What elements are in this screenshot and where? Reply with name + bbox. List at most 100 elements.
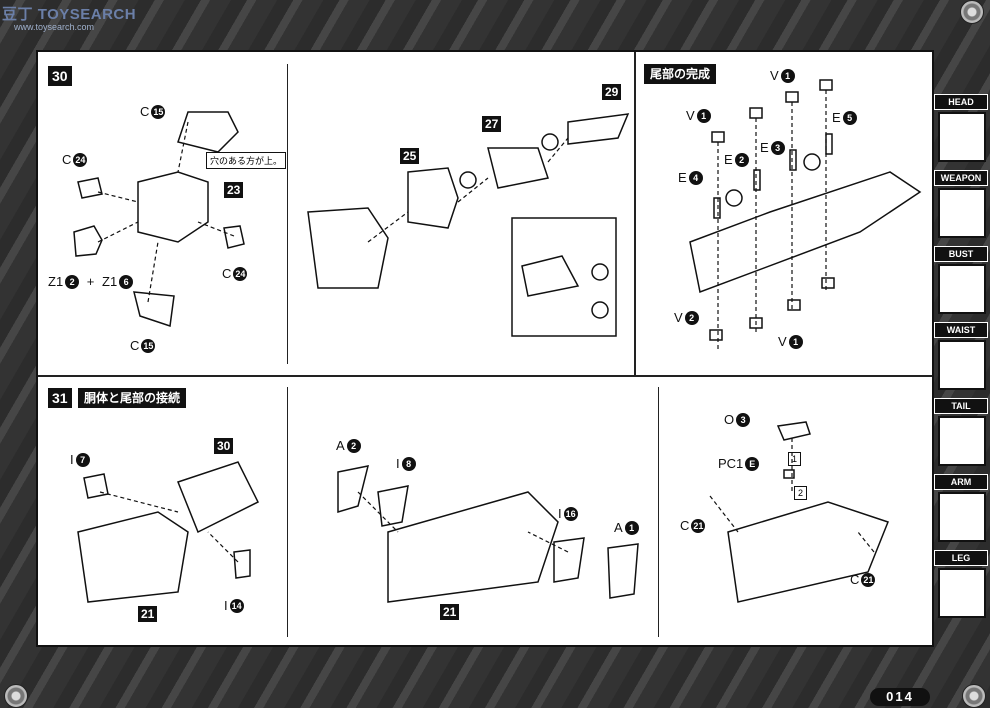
caution-icon bbox=[591, 263, 609, 281]
guide-line bbox=[367, 137, 569, 243]
cap bbox=[749, 107, 763, 119]
divider bbox=[634, 52, 636, 375]
tab-bust[interactable]: BUST bbox=[934, 246, 988, 316]
small-part bbox=[553, 537, 585, 583]
divider bbox=[38, 375, 932, 377]
guide-line bbox=[717, 90, 827, 352]
body-part bbox=[387, 491, 559, 603]
small-part bbox=[377, 485, 409, 527]
arm-thumbnail bbox=[938, 492, 986, 542]
pin bbox=[825, 133, 833, 155]
caution-icon bbox=[459, 171, 477, 189]
cap bbox=[785, 91, 799, 103]
tab-weapon[interactable]: WEAPON bbox=[934, 170, 988, 240]
assembly-number: 27 bbox=[482, 116, 502, 132]
order-mark: 2 bbox=[794, 486, 808, 500]
head-part bbox=[77, 177, 103, 199]
head-part bbox=[133, 291, 175, 327]
cap bbox=[787, 299, 801, 311]
assembly-number: 25 bbox=[400, 148, 420, 164]
screw-icon bbox=[4, 684, 28, 708]
step-title: 胴体と尾部の接続 bbox=[78, 388, 187, 408]
step-number: 31 bbox=[48, 388, 72, 408]
tab-head[interactable]: HEAD bbox=[934, 94, 988, 164]
guide-line bbox=[709, 438, 875, 553]
tail-thumbnail bbox=[938, 416, 986, 466]
body-part bbox=[177, 461, 260, 534]
tail-assembly bbox=[689, 171, 922, 294]
small-part bbox=[337, 465, 370, 514]
order-mark: 1 bbox=[788, 452, 802, 466]
assembly-number: 21 bbox=[138, 606, 158, 622]
pin bbox=[713, 197, 721, 219]
waist-thumbnail bbox=[938, 340, 986, 390]
head-part bbox=[223, 225, 245, 249]
assembly-number: 21 bbox=[440, 604, 460, 620]
pin bbox=[789, 149, 797, 171]
guide-line bbox=[97, 121, 235, 303]
tab-arm[interactable]: ARM bbox=[934, 474, 988, 544]
caution-icon bbox=[541, 133, 559, 151]
head-part bbox=[177, 111, 239, 153]
assembly-illustration bbox=[73, 79, 922, 603]
tab-leg[interactable]: LEG bbox=[934, 550, 988, 620]
caution-icon bbox=[725, 189, 743, 207]
tail-part bbox=[567, 113, 630, 145]
watermark-brand: 豆丁 TOYSEARCH bbox=[2, 6, 137, 23]
tab-tail[interactable]: TAIL bbox=[934, 398, 988, 468]
bust-thumbnail bbox=[938, 264, 986, 314]
body-part bbox=[307, 207, 389, 289]
cap bbox=[711, 131, 725, 143]
caution-icon bbox=[803, 153, 821, 171]
tail-part bbox=[521, 255, 580, 297]
body-part bbox=[487, 147, 549, 189]
small-part bbox=[776, 421, 811, 441]
screw-icon bbox=[962, 684, 986, 708]
assembly-note: 穴のある方が上。 bbox=[206, 152, 287, 169]
small-part bbox=[233, 549, 251, 579]
assembly-number: 29 bbox=[602, 84, 622, 100]
guide-line bbox=[99, 491, 569, 563]
divider bbox=[287, 64, 288, 364]
small-part bbox=[83, 473, 109, 499]
watermark-url: www.toysearch.com bbox=[14, 22, 95, 32]
tab-waist[interactable]: WAIST bbox=[934, 322, 988, 392]
body-part bbox=[727, 501, 889, 603]
pin bbox=[753, 169, 761, 191]
caution-icon bbox=[591, 301, 609, 319]
screw-icon bbox=[960, 0, 984, 24]
body-part bbox=[407, 167, 459, 229]
body-part bbox=[77, 511, 189, 603]
page-number: 014 bbox=[870, 688, 930, 706]
divider bbox=[658, 387, 659, 637]
leg-thumbnail bbox=[938, 568, 986, 618]
cap bbox=[819, 79, 833, 91]
head-part bbox=[73, 225, 103, 257]
category-sidebar: HEAD WEAPON BUST WAIST TAIL ARM LEG bbox=[930, 60, 990, 660]
tail-complete-title: 尾部の完成 bbox=[644, 64, 717, 84]
cap bbox=[709, 329, 723, 341]
head-part bbox=[137, 171, 209, 243]
